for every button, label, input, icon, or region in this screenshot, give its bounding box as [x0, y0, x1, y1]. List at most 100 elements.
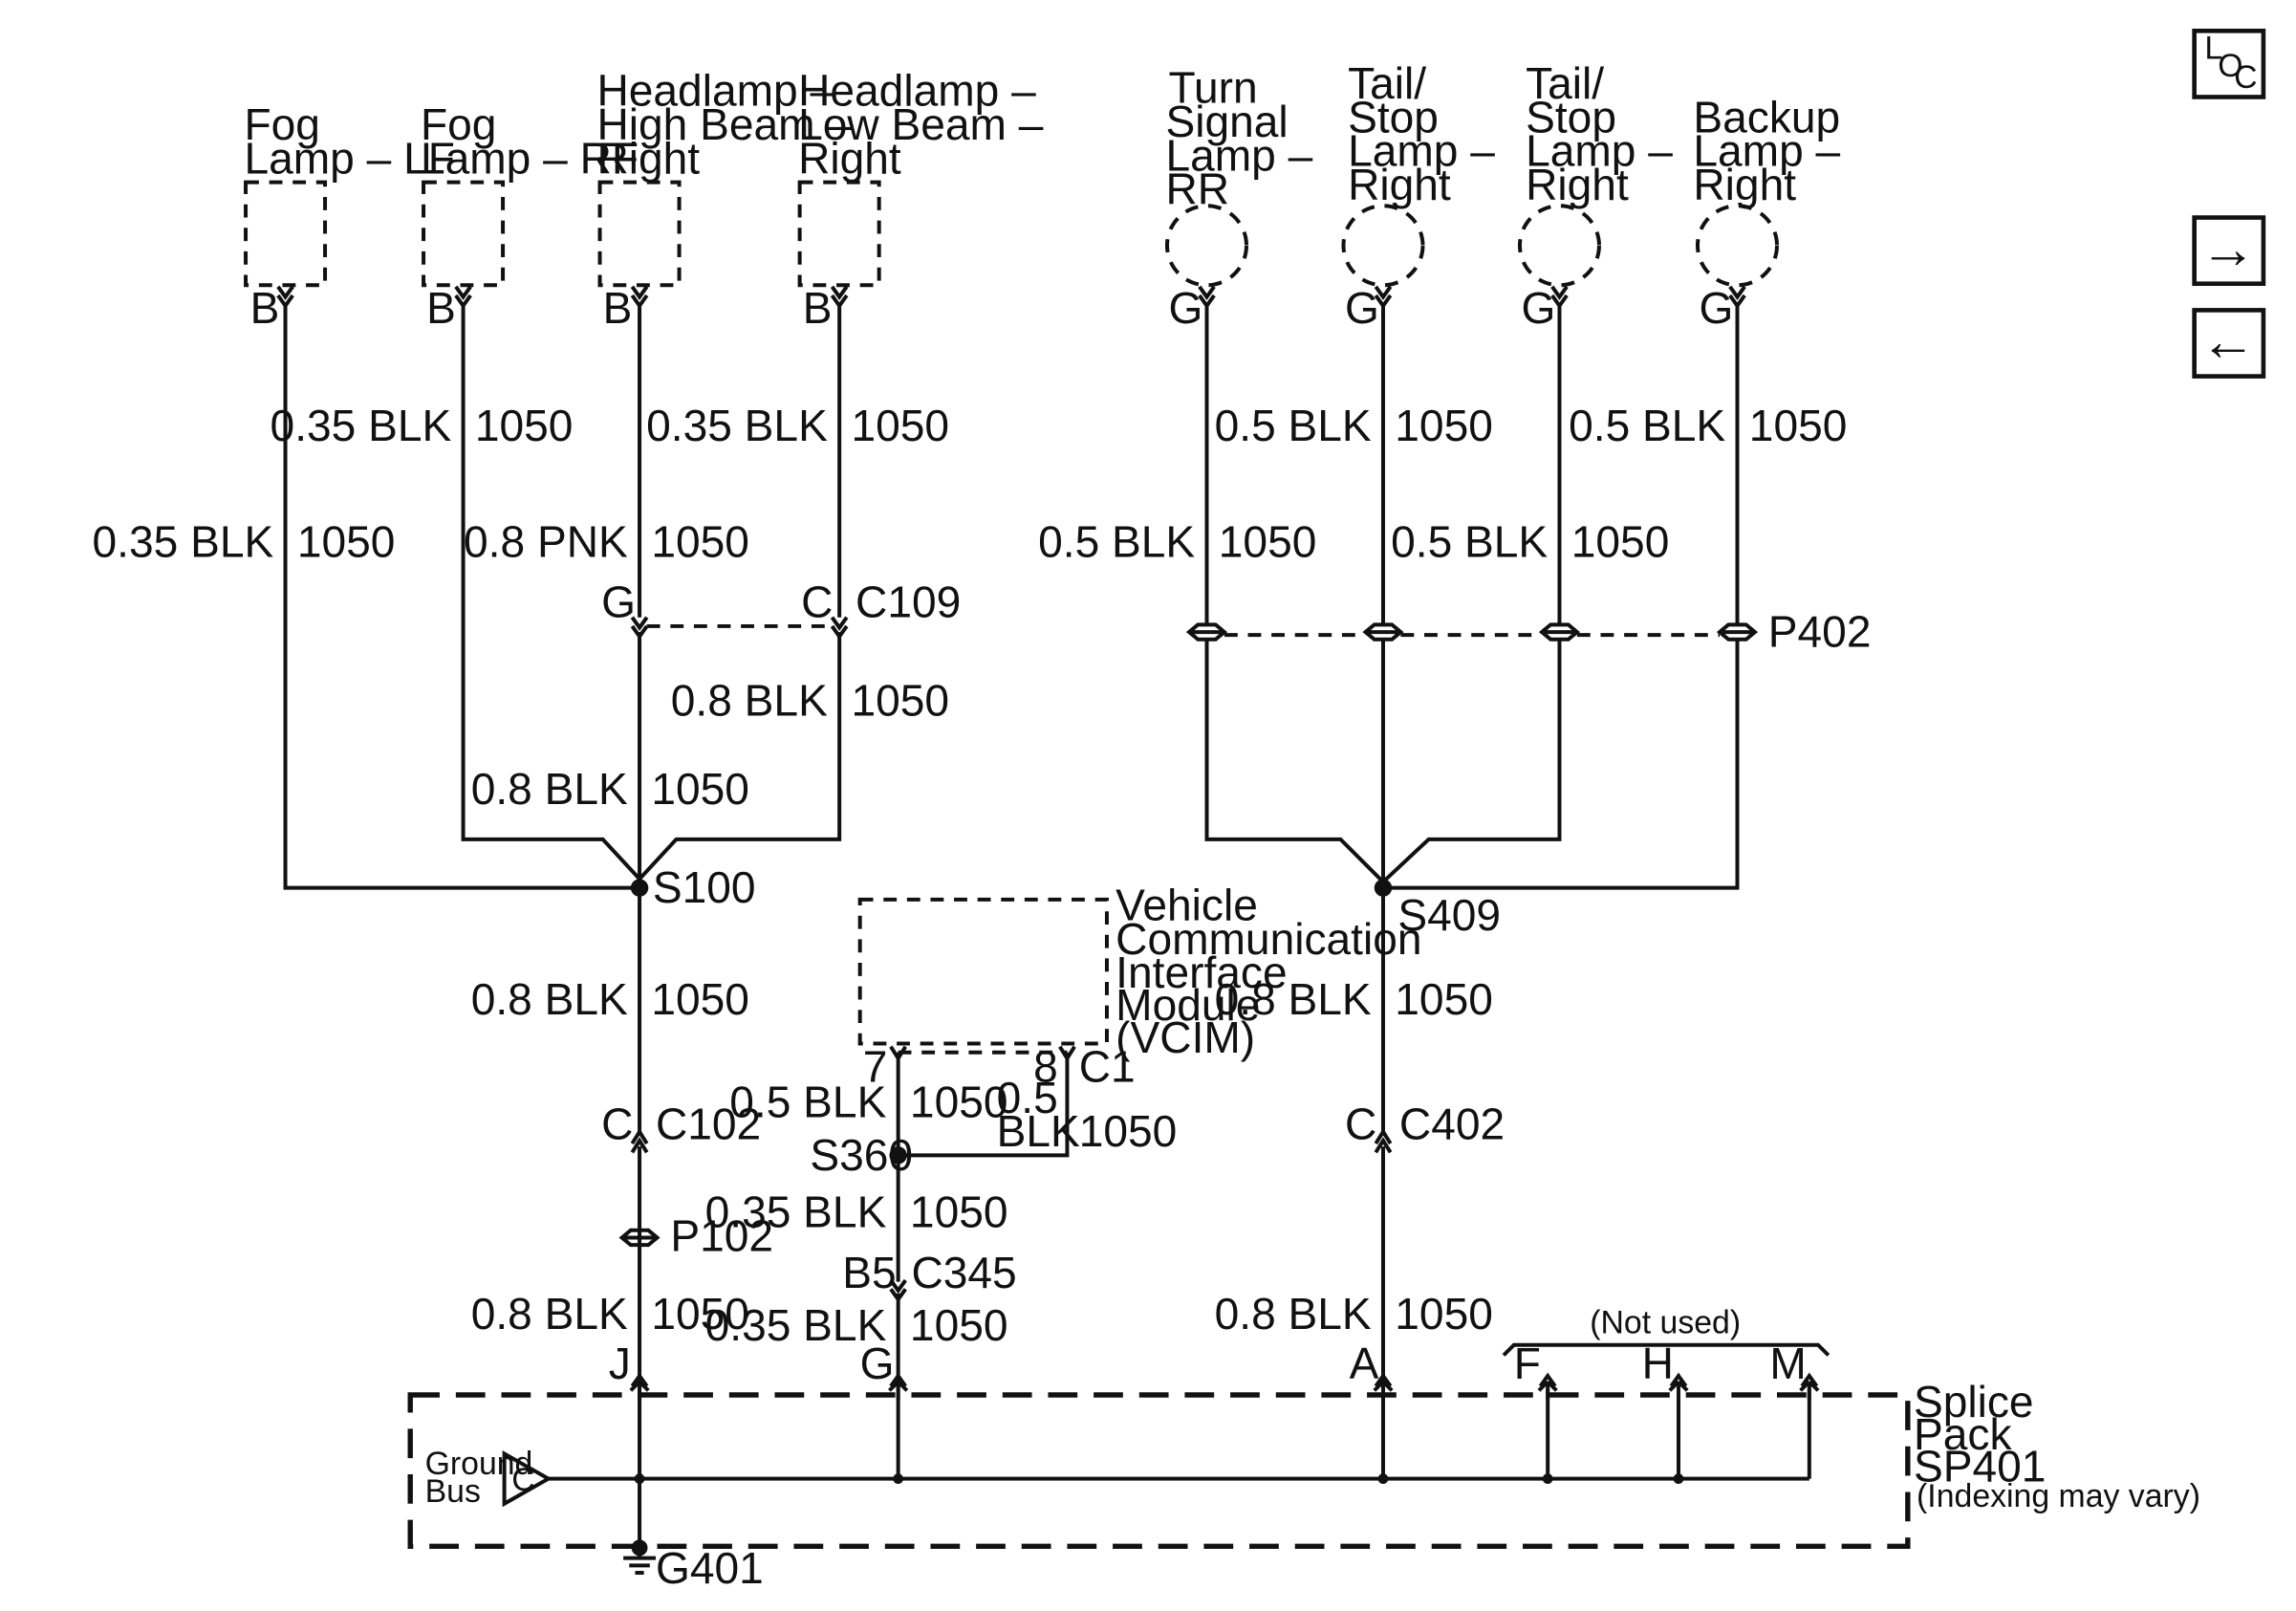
location-button[interactable]: L O C [2192, 28, 2266, 99]
connector-vcim-c1: C1 [1079, 1042, 1136, 1092]
wire-c345-circuit: 1050 [910, 1300, 1008, 1350]
wire-hl-low-color: 0.35 BLK [646, 401, 828, 450]
vcim-label-1: Vehicle [1116, 880, 1258, 929]
wire-c402-circuit: 1050 [1395, 1289, 1493, 1339]
headlamp-low-label-2: Low Beam – [798, 99, 1044, 149]
headlamp-high-label-1: Headlamp – [596, 66, 834, 116]
forward-arrow-icon: → [2200, 218, 2256, 280]
sp-pin-j: J [609, 1339, 631, 1388]
headlamp-high-label-3: Right [596, 133, 700, 183]
backup-label-1: Backup [1693, 92, 1840, 142]
wire-backup-color: 0.5 BLK [1569, 401, 1725, 450]
sp-pin-m: M [1769, 1339, 1806, 1388]
fog-lamp-rf-label-1: Fog [421, 99, 496, 149]
wire-vcim7-color: 0.5 BLK [729, 1077, 886, 1126]
wire-turn-rr-color: 0.5 BLK [1038, 517, 1195, 567]
fog-lamp-rf-label-2: Lamp – RF [421, 133, 639, 183]
wire-hl-high-color: 0.8 PNK [464, 517, 628, 567]
wire-s409-color: 0.8 BLK [1215, 974, 1372, 1024]
fog-lamp-lf-label-2: Lamp – LF [244, 133, 454, 183]
back-arrow-icon: ← [2200, 311, 2256, 373]
sp-pin-f: F [1514, 1339, 1541, 1388]
wire-s360-circuit: 1050 [910, 1187, 1008, 1237]
c345-pin: B5 [842, 1248, 896, 1297]
pin-turn-rr: G [1169, 283, 1203, 333]
connector-c345: C345 [911, 1248, 1016, 1297]
tail1-label-2: Stop [1348, 92, 1439, 142]
backup-label-2: Lamp – [1693, 126, 1840, 176]
wire-vcim7-circuit: 1050 [910, 1077, 1008, 1126]
wire-c109-c-circuit: 1050 [851, 676, 949, 726]
ground-g401-label: G401 [656, 1543, 764, 1593]
tail-stop-lamp-right-1: Tail/ Stop Lamp – Right [1341, 58, 1495, 288]
headlamp-low-label-3: Right [798, 133, 901, 183]
connector-labels: G C C109 S100 S409 S360 C C102 C C402 P1… [601, 577, 1871, 1297]
wire-vcim8-size: 0.5 [997, 1073, 1058, 1122]
tail1-label-4: Right [1348, 160, 1451, 209]
wire-vcim8-circuit: 1050 [1079, 1106, 1178, 1156]
ground-bus-label-1: Ground [425, 1446, 533, 1482]
wire-hl-high-circuit: 1050 [651, 517, 749, 567]
back-button[interactable]: ← [2192, 308, 2266, 379]
wire-c109-g-circuit: 1050 [651, 764, 749, 814]
wire-tail1-color: 0.5 BLK [1215, 401, 1372, 450]
location-letter-l: L [2204, 30, 2222, 66]
wire-c109-c-color: 0.8 BLK [671, 676, 828, 726]
fog-lamp-rf: Fog Lamp – RF [421, 99, 639, 288]
splice-s409: S409 [1397, 890, 1501, 940]
wires [283, 304, 1740, 1389]
c109-pin-g: G [601, 577, 636, 627]
wire-labels: 0.35 BLK 1050 0.35 BLK 1050 0.8 PNK 1050… [93, 401, 1848, 1350]
wire-p102-circuit: 1050 [651, 1289, 749, 1339]
pin-hl-low: B [803, 283, 833, 333]
c109-pin-c: C [801, 577, 833, 627]
tail-stop-lamp-right-2: Tail/ Stop Lamp – Right [1517, 58, 1673, 288]
turn-rr-label-2: Signal [1165, 97, 1288, 146]
vcim-pin-7: 7 [863, 1042, 888, 1092]
connector-p402: P402 [1768, 606, 1872, 656]
wire-s360-color: 0.35 BLK [705, 1187, 887, 1237]
wire-s100-color: 0.8 BLK [471, 974, 628, 1024]
sp-pin-a: A [1350, 1339, 1379, 1388]
forward-button[interactable]: → [2192, 215, 2266, 287]
ground-bus-pin: C [511, 1462, 534, 1498]
splice-s100: S100 [653, 862, 756, 912]
pin-backup: G [1700, 283, 1734, 333]
vcim-label-2: Communication [1116, 914, 1421, 964]
pin-hl-high: B [603, 283, 633, 333]
wire-hl-low-circuit: 1050 [851, 401, 949, 450]
wire-tail2-color: 0.5 BLK [1391, 517, 1548, 567]
splice-pack-sp401: Splice Pack SP401 (Indexing may vary) J … [407, 1304, 2200, 1550]
wire-p102-color: 0.8 BLK [471, 1289, 628, 1339]
splice-pack-note: (Indexing may vary) [1917, 1478, 2200, 1514]
splice-pack-label-3: SP401 [1914, 1442, 2046, 1491]
turn-signal-lamp-rr: Turn Signal Lamp – RR [1164, 63, 1313, 288]
backup-lamp-right: Backup Lamp – Right [1693, 92, 1841, 288]
sp-pin-g: G [860, 1339, 895, 1388]
ground-g401: G401 [623, 1539, 764, 1593]
wire-fog-rf-color: 0.35 BLK [271, 401, 452, 450]
c402-pin: C [1345, 1099, 1376, 1148]
pin-fog-rf: B [426, 283, 456, 333]
fog-lamp-lf: Fog Lamp – LF [244, 99, 455, 288]
wire-fog-lf-color: 0.35 BLK [93, 517, 274, 567]
turn-rr-label-3: Lamp – [1165, 130, 1312, 180]
wire-fog-lf-circuit: 1050 [297, 517, 396, 567]
wire-backup-circuit: 1050 [1749, 401, 1848, 450]
splice-pack-label-1: Splice [1914, 1377, 2034, 1426]
vcim-label-4: Module [1116, 980, 1260, 1030]
vcim-label-3: Interface [1116, 947, 1287, 997]
sp-pin-h: H [1642, 1339, 1674, 1388]
fog-lamp-lf-label-1: Fog [244, 99, 319, 149]
connector-c109: C109 [856, 577, 961, 627]
wire-tail1-circuit: 1050 [1395, 401, 1493, 450]
headlamp-low-label-1: Headlamp – [798, 66, 1036, 116]
vcim-label-5: (VCIM) [1116, 1012, 1255, 1062]
wire-vcim8-color: BLK [997, 1106, 1080, 1156]
tail2-label-1: Tail/ [1526, 58, 1604, 108]
location-letter-o: O [2218, 48, 2242, 84]
headlamp-high-beam-right: Headlamp – High Beam – Right [596, 66, 852, 288]
wire-s409-circuit: 1050 [1395, 974, 1493, 1024]
turn-rr-label-4: RR [1165, 164, 1229, 214]
